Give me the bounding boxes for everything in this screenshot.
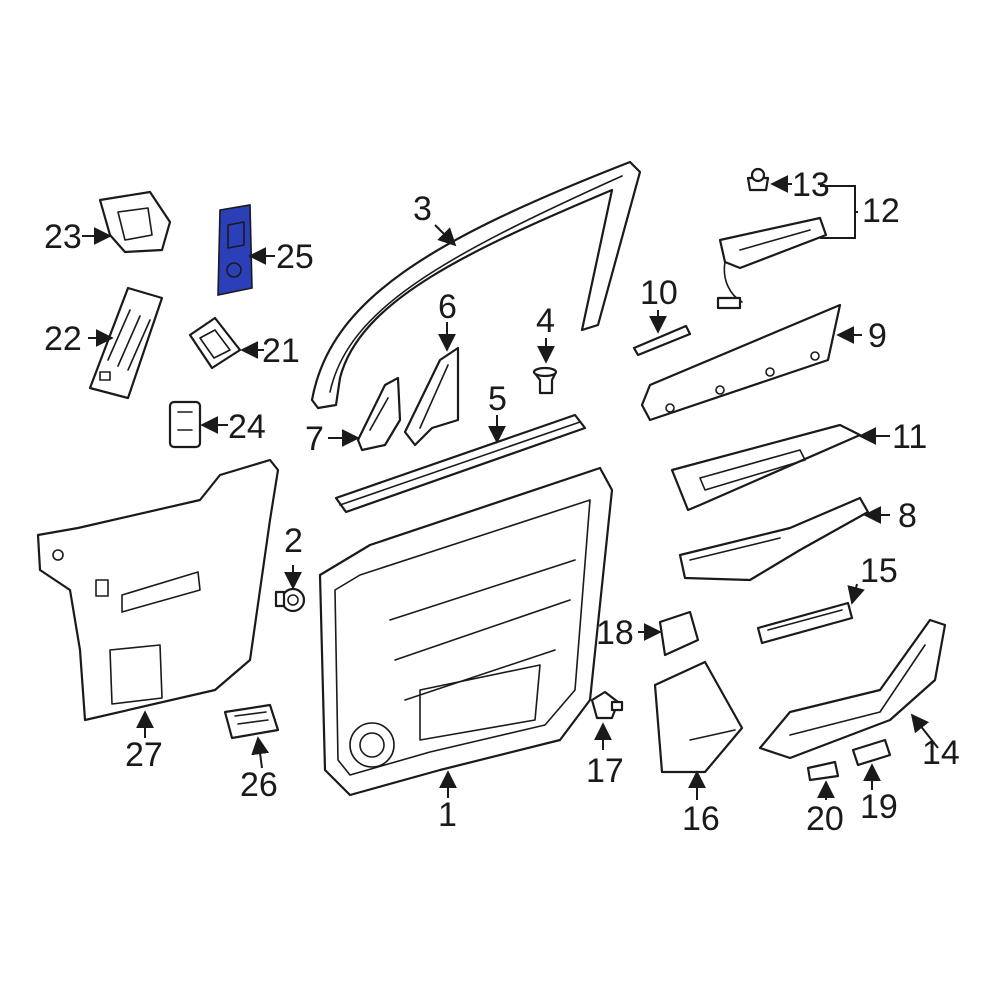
part-2-push-clip[interactable] <box>274 587 306 613</box>
part-19-small-part[interactable] <box>851 738 892 767</box>
callout-26: 26 <box>240 766 278 804</box>
part-22-window-switch-panel[interactable] <box>88 286 164 400</box>
callout-12: 12 <box>862 192 900 230</box>
part-3-door-frame[interactable] <box>310 160 642 410</box>
callout-3: 3 <box>413 190 432 228</box>
callout-27: 27 <box>125 736 163 774</box>
part-25-switch-bezel-highlighted[interactable] <box>217 204 253 296</box>
part-16-speaker-cover[interactable] <box>653 660 744 774</box>
part-17-clip[interactable] <box>590 690 624 720</box>
part-4-clip[interactable] <box>532 366 558 395</box>
callout-6: 6 <box>438 288 457 326</box>
callout-8: 8 <box>898 497 917 535</box>
part-26-switch-housing[interactable] <box>223 703 280 740</box>
callout-10: 10 <box>640 274 678 312</box>
part-10-trim-strip[interactable] <box>632 324 692 357</box>
callout-24: 24 <box>228 408 266 446</box>
callout-22: 22 <box>44 320 82 358</box>
callout-2: 2 <box>284 522 303 560</box>
part-14-lower-trim[interactable] <box>758 618 947 760</box>
part-11-armrest-cover[interactable] <box>670 423 862 512</box>
part-6-trim-piece[interactable] <box>403 346 460 447</box>
callout-5: 5 <box>488 380 507 418</box>
callout-4: 4 <box>536 302 555 340</box>
part-8-armrest[interactable] <box>678 496 870 582</box>
part-23-seat-switch[interactable] <box>98 190 172 254</box>
part-24-switch[interactable] <box>168 400 202 449</box>
part-1-door-shell[interactable] <box>318 466 614 797</box>
callout-14: 14 <box>922 734 960 772</box>
part-7-trim-bracket[interactable] <box>356 376 402 452</box>
part-20-small-part[interactable] <box>806 760 840 782</box>
callout-7: 7 <box>305 420 324 458</box>
callout-17: 17 <box>586 752 624 790</box>
part-27-panel-backing[interactable] <box>36 458 280 722</box>
callout-13: 13 <box>792 166 830 204</box>
part-12-handle-assembly[interactable] <box>716 216 828 310</box>
callout-21: 21 <box>262 332 300 370</box>
callout-11: 11 <box>892 418 927 456</box>
part-9-carrier[interactable] <box>640 303 842 422</box>
callout-15: 15 <box>860 552 898 590</box>
leader-lines <box>82 175 939 800</box>
callout-1: 1 <box>438 796 457 834</box>
callout-18: 18 <box>596 614 634 652</box>
callout-16: 16 <box>682 800 720 838</box>
callout-20: 20 <box>806 800 844 838</box>
part-18-bracket[interactable] <box>658 610 700 657</box>
part-21-switch[interactable] <box>188 316 242 370</box>
part-13-bolt[interactable] <box>746 167 770 192</box>
callout-labels: 1 2 3 4 5 6 7 8 9 10 11 12 13 14 15 16 1… <box>44 166 960 838</box>
callout-19: 19 <box>860 788 898 826</box>
callout-25: 25 <box>276 238 314 276</box>
part-15-trim-insert[interactable] <box>756 601 854 645</box>
callout-23: 23 <box>44 218 82 256</box>
callout-9: 9 <box>868 317 887 355</box>
